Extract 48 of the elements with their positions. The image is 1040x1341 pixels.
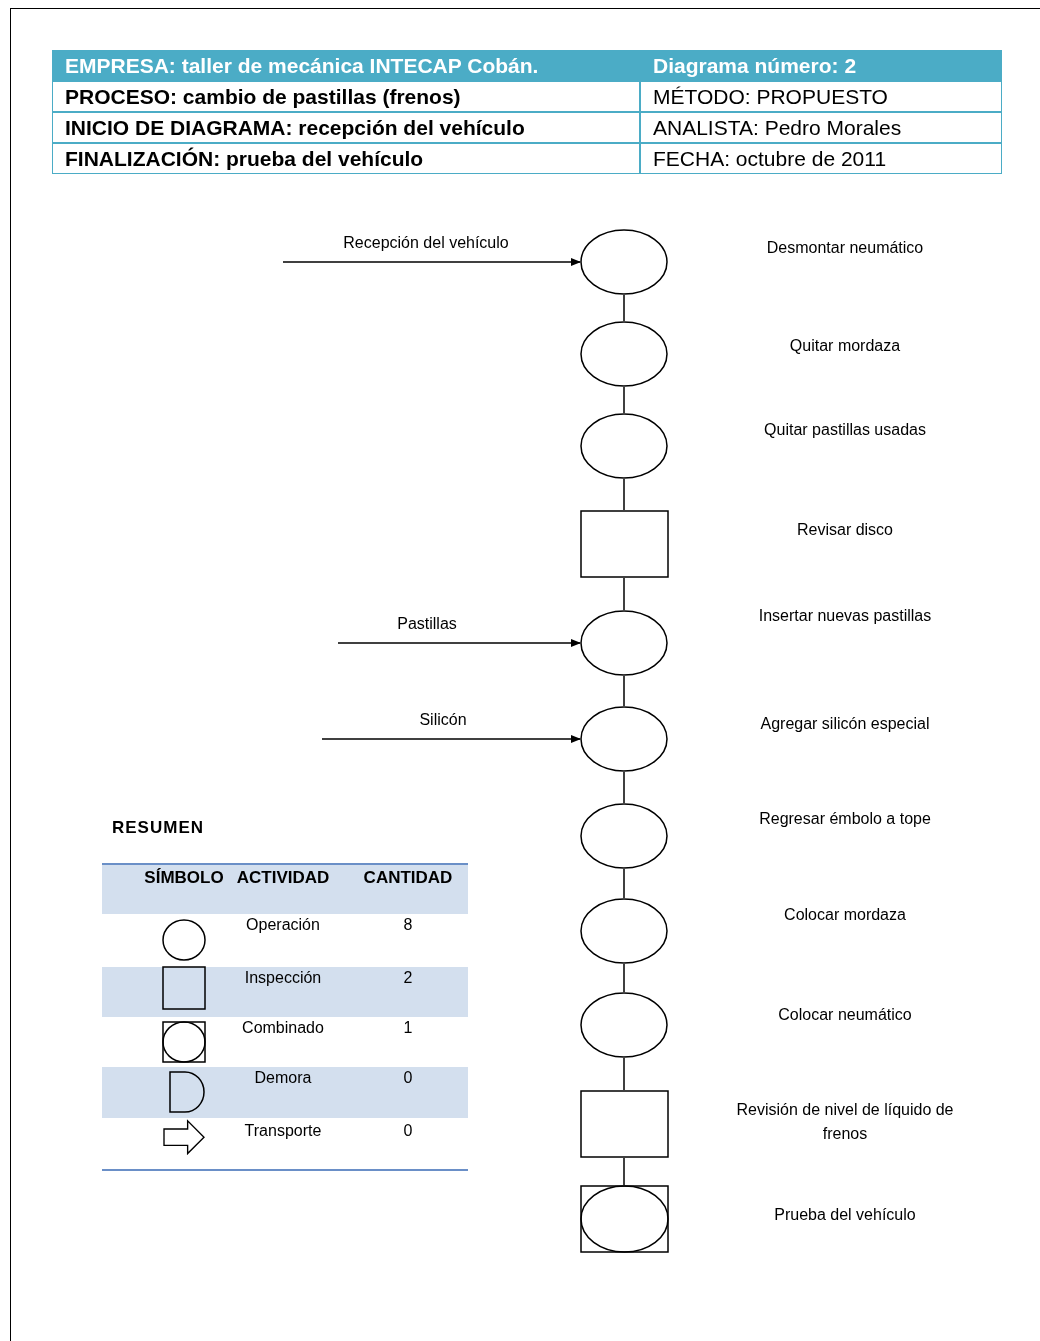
column-header: CANTIDAD [362, 868, 454, 888]
header-cell: MÉTODO: PROPUESTO [640, 81, 1002, 112]
arrow [337, 639, 581, 647]
header-cell: FINALIZACIÓN: prueba del vehículo [52, 143, 640, 174]
table-title: RESUMEN [112, 818, 204, 838]
step-label: Colocar neumático [777, 1005, 913, 1025]
header-cell: INICIO DE DIAGRAMA: recepción del vehículo [52, 112, 640, 143]
count-value: 8 [402, 916, 414, 934]
connector-line [623, 577, 625, 611]
activity-name: Operación [245, 916, 321, 934]
connector-line [623, 868, 625, 899]
arrow [282, 258, 581, 266]
connector-line [623, 1057, 625, 1091]
step-label: Revisión de nivel de líquido de frenos [735, 1100, 955, 1144]
header-cell: Diagrama número: 2 [640, 50, 1002, 81]
header-cell: PROCESO: cambio de pastillas (frenos) [52, 81, 640, 112]
step-label: Agregar silicón especial [759, 714, 931, 734]
connector-line [623, 771, 625, 804]
count-value: 2 [402, 969, 414, 987]
activity-name: Transporte [243, 1122, 323, 1140]
step-label: Colocar mordaza [783, 905, 907, 925]
header-cell: EMPRESA: taller de mecánica INTECAP Cobán. [52, 50, 640, 81]
step-label: Revisar disco [796, 520, 894, 540]
arrow [321, 735, 581, 743]
step-label: Quitar mordaza [788, 336, 902, 356]
activity-name: Combinado [241, 1019, 325, 1037]
header-cell: ANALISTA: Pedro Morales [640, 112, 1002, 143]
edge-label: Silicón [418, 711, 468, 729]
connector-line [623, 386, 625, 414]
activity-name: Inspección [243, 969, 323, 987]
connector-line [623, 675, 625, 707]
activity-name: Demora [253, 1069, 313, 1087]
step-label: Prueba del vehículo [773, 1205, 917, 1225]
connector-line [623, 294, 625, 322]
step-label: Regresar émbolo a tope [758, 809, 932, 829]
step-label: Insertar nuevas pastillas [757, 606, 933, 626]
header-cell: FECHA: octubre de 2011 [640, 143, 1002, 174]
edge-label: Recepción del vehículo [342, 234, 510, 252]
step-label: Quitar pastillas usadas [763, 420, 927, 440]
edge-label: Pastillas [396, 615, 458, 633]
count-value: 1 [402, 1019, 414, 1037]
count-value: 0 [402, 1069, 414, 1087]
step-label: Desmontar neumático [765, 238, 925, 258]
connector-line [623, 1157, 625, 1186]
connector-line [623, 478, 625, 511]
column-header: ACTIVIDAD [235, 868, 331, 888]
count-value: 0 [402, 1122, 414, 1140]
connector-line [623, 963, 625, 993]
